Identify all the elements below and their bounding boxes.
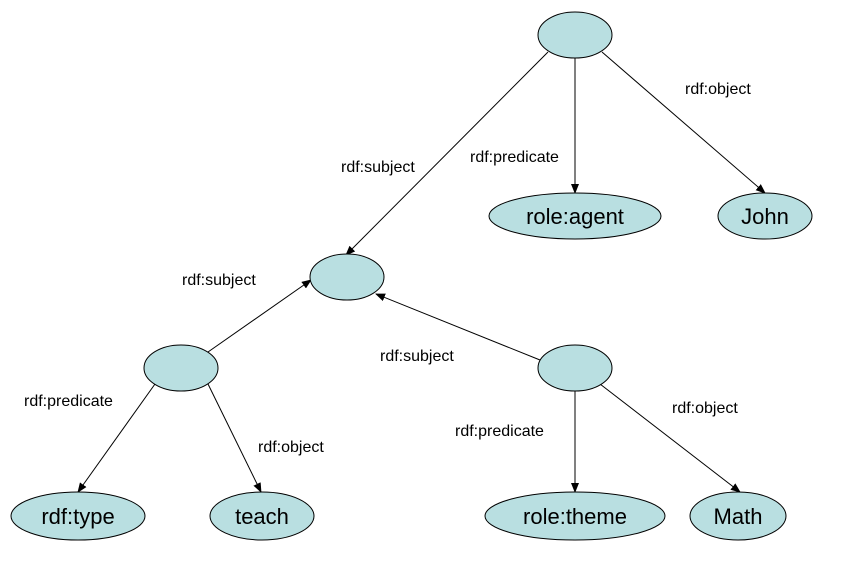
node-math <box>689 491 787 541</box>
node-teach <box>209 491 315 541</box>
edge-right-subject <box>375 293 541 361</box>
node-label-math: Math <box>714 504 763 529</box>
node-john <box>717 192 813 240</box>
node-label-teach: teach <box>235 504 289 529</box>
edge-label-left-predicate: rdf:predicate <box>24 393 113 410</box>
node-left-statement <box>143 344 219 392</box>
edge-label-left-subject: rdf:subject <box>182 272 256 289</box>
edge-label-right-object: rdf:object <box>672 400 738 417</box>
node-role-theme <box>484 491 666 541</box>
node-rdf-type <box>10 491 146 541</box>
edge-top-subject <box>345 51 549 256</box>
node-right-statement <box>537 344 613 392</box>
node-label-rdf-type: rdf:type <box>41 504 114 529</box>
edge-top-object <box>601 51 766 194</box>
edge-label-top-object: rdf:object <box>685 81 751 98</box>
node-top-statement <box>537 11 613 59</box>
node-middle-statement <box>309 253 385 301</box>
edge-label-top-subject: rdf:subject <box>341 159 415 176</box>
edge-left-predicate <box>77 383 156 493</box>
edge-label-right-predicate: rdf:predicate <box>455 423 544 440</box>
edge-label-top-predicate: rdf:predicate <box>470 149 559 166</box>
edge-right-object <box>599 383 741 493</box>
edge-label-right-subject: rdf:subject <box>380 348 454 365</box>
node-label-john: John <box>741 204 789 229</box>
node-label-role-agent: role:agent <box>526 204 624 229</box>
edge-left-object <box>207 383 262 493</box>
node-label-role-theme: role:theme <box>523 504 627 529</box>
edge-left-subject <box>207 279 312 353</box>
node-role-agent <box>488 192 662 240</box>
edge-label-left-object: rdf:object <box>258 439 324 456</box>
